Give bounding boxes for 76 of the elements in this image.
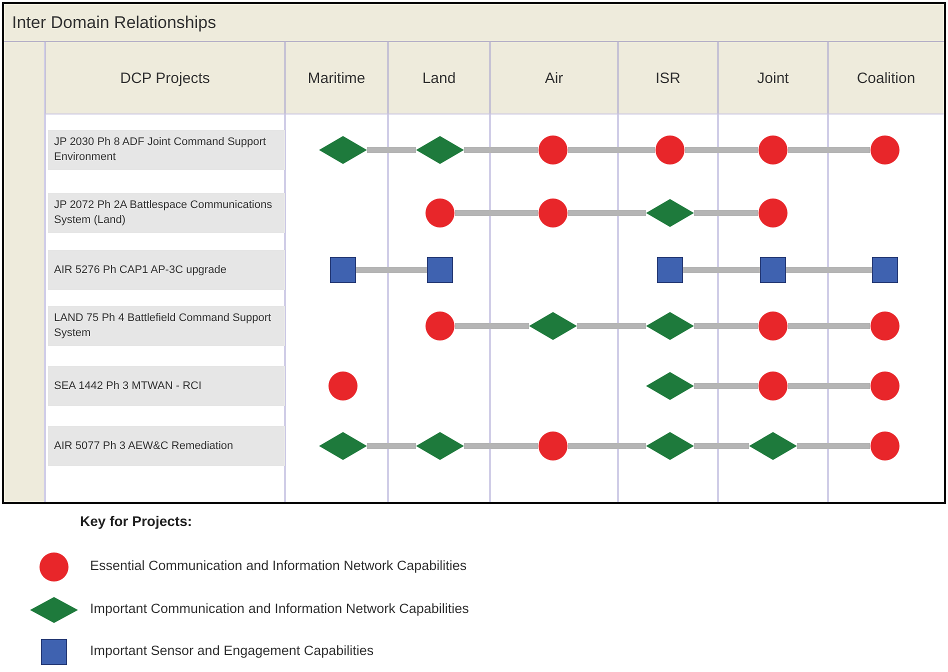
diamond-marker xyxy=(646,372,694,400)
connector-bar xyxy=(694,383,758,389)
diamond-marker xyxy=(319,136,367,164)
legend-text: Essential Communication and Information Network Capabilities xyxy=(90,558,467,573)
connector-bar xyxy=(685,147,758,153)
connector-bar xyxy=(568,147,655,153)
connector-bar xyxy=(786,267,872,273)
title-bar: Inter Domain Relationships xyxy=(4,4,944,42)
connector-bar xyxy=(788,147,870,153)
project-name: LAND 75 Ph 4 Battlefield Command Support System xyxy=(54,311,272,341)
column-header: ISR xyxy=(654,68,682,88)
project-name: SEA 1442 Ph 3 MTWAN - RCI xyxy=(54,378,202,394)
diamond-marker xyxy=(646,312,694,340)
diamond-marker xyxy=(646,199,694,227)
key-heading: Key for Projects: xyxy=(80,512,194,531)
connector-bar xyxy=(568,443,646,449)
connector-bar xyxy=(455,210,538,216)
circle-marker xyxy=(758,371,788,401)
circle-marker xyxy=(328,371,358,401)
circle-marker xyxy=(425,311,455,341)
connector-bar xyxy=(356,267,427,273)
circle-marker xyxy=(538,135,568,165)
connector-bar xyxy=(464,147,538,153)
circle-marker xyxy=(870,311,900,341)
project-name: AIR 5077 Ph 3 AEW&C Remediation xyxy=(54,438,234,454)
connector-bar xyxy=(694,210,758,216)
legend-text: Important Communication and Information Network Capabilities xyxy=(90,601,469,616)
column-header: Joint xyxy=(756,68,790,88)
connector-bar xyxy=(568,210,646,216)
project-row-box xyxy=(48,426,285,466)
project-row-box xyxy=(48,250,285,290)
circle-marker xyxy=(758,135,788,165)
connector-bar xyxy=(694,323,758,329)
column-header: Maritime xyxy=(306,68,366,88)
project-name: JP 2030 Ph 8 ADF Joint Command Support Environment xyxy=(54,135,267,165)
project-row-box xyxy=(48,306,285,346)
connector-bar xyxy=(464,443,538,449)
circle-marker xyxy=(655,135,685,165)
diamond-marker xyxy=(416,432,464,460)
square-marker xyxy=(760,257,786,283)
column-header: Land xyxy=(421,68,457,88)
square-marker xyxy=(657,257,683,283)
circle-marker xyxy=(538,431,568,461)
column-header: Air xyxy=(544,68,564,88)
diamond-marker xyxy=(319,432,367,460)
project-name: JP 2072 Ph 2A Battlespace Communications System (Land) xyxy=(54,198,274,228)
connector-bar xyxy=(367,147,416,153)
connector-bar xyxy=(788,383,870,389)
connector-bar xyxy=(797,443,870,449)
diamond-marker xyxy=(646,432,694,460)
project-row-box xyxy=(48,193,285,233)
circle-marker xyxy=(870,371,900,401)
circle-marker xyxy=(758,311,788,341)
legend-text: Important Sensor and Engagement Capabilities xyxy=(90,643,374,658)
column-header: Coalition xyxy=(856,68,916,88)
diamond-marker xyxy=(749,432,797,460)
column-header: DCP Projects xyxy=(119,68,211,88)
project-name: AIR 5276 Ph CAP1 AP-3C upgrade xyxy=(54,262,226,278)
square-marker xyxy=(330,257,356,283)
circle-marker xyxy=(870,431,900,461)
diamond-marker xyxy=(529,312,577,340)
circle-marker xyxy=(538,198,568,228)
diamond-marker xyxy=(416,136,464,164)
connector-bar xyxy=(367,443,416,449)
circle-marker xyxy=(425,198,455,228)
circle-marker xyxy=(870,135,900,165)
project-row-box xyxy=(48,130,285,170)
connector-bar xyxy=(788,323,870,329)
square-marker xyxy=(872,257,898,283)
connector-bar xyxy=(694,443,749,449)
connector-bar xyxy=(455,323,529,329)
square-marker xyxy=(427,257,453,283)
connector-bar xyxy=(577,323,646,329)
circle-marker xyxy=(758,198,788,228)
project-row-box xyxy=(48,366,285,406)
connector-bar xyxy=(683,267,760,273)
